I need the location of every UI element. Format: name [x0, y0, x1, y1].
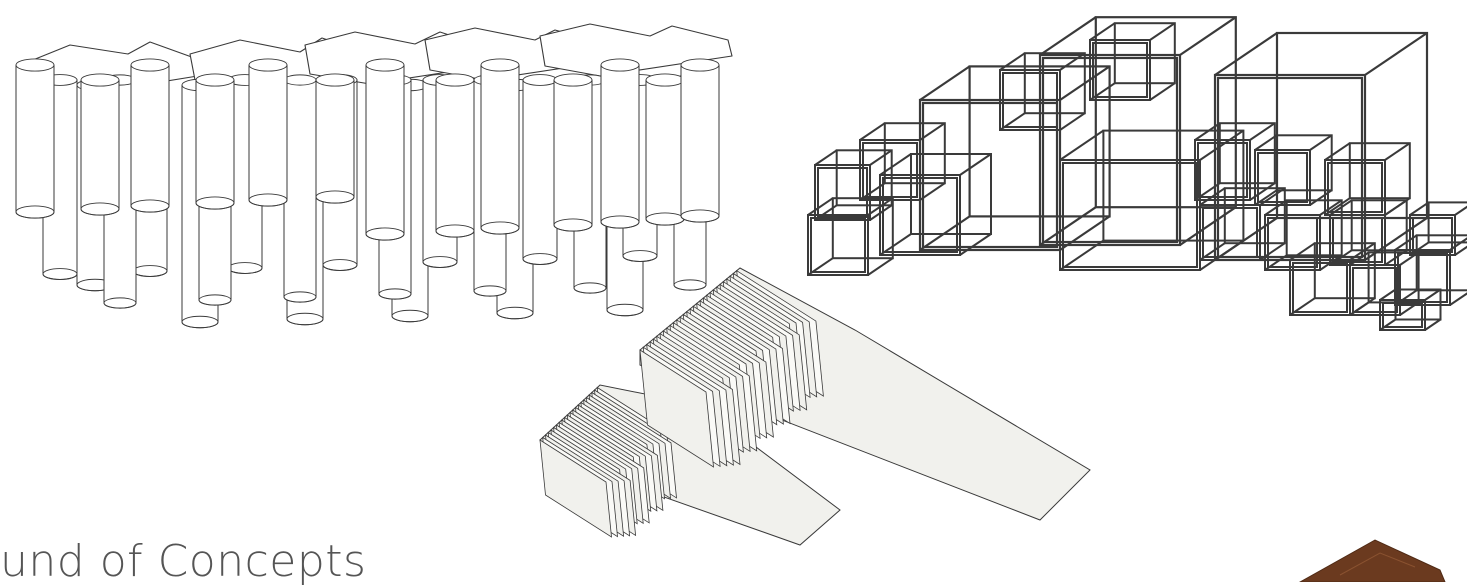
cube-frame [1254, 134, 1333, 206]
tube [283, 74, 317, 303]
tube [248, 58, 288, 207]
hanging-tubes-model [15, 23, 733, 329]
fin [639, 349, 714, 468]
tube [365, 58, 405, 241]
fin-cluster [639, 267, 1091, 521]
tube [645, 73, 685, 226]
cube-frame [1324, 142, 1411, 216]
cube-frame [1194, 122, 1276, 201]
tube [600, 58, 640, 229]
tube [80, 73, 120, 216]
wood-grain [1339, 552, 1416, 576]
cube-frame [859, 122, 946, 201]
tube [480, 58, 520, 235]
fin-cluster [539, 384, 841, 546]
tube [130, 58, 170, 213]
tube [522, 74, 558, 265]
section-caption: und of Concepts [0, 536, 367, 587]
layered-fin-panels-model [539, 267, 1091, 546]
tube [680, 58, 720, 223]
cube-frame [1409, 201, 1467, 256]
cube-frame [1038, 16, 1237, 247]
fin [539, 439, 612, 538]
cube-frame [918, 65, 1111, 252]
tube [435, 73, 475, 238]
wood-sample [1298, 539, 1446, 582]
tube [15, 58, 55, 219]
tube [315, 73, 355, 204]
wood-block [1298, 539, 1446, 582]
stacked-cube-frames-model [807, 16, 1467, 331]
cube-frame [1379, 288, 1442, 331]
tube [553, 73, 593, 232]
tube [195, 73, 235, 210]
cube-frame [807, 197, 894, 276]
cube-frame [1089, 22, 1176, 101]
